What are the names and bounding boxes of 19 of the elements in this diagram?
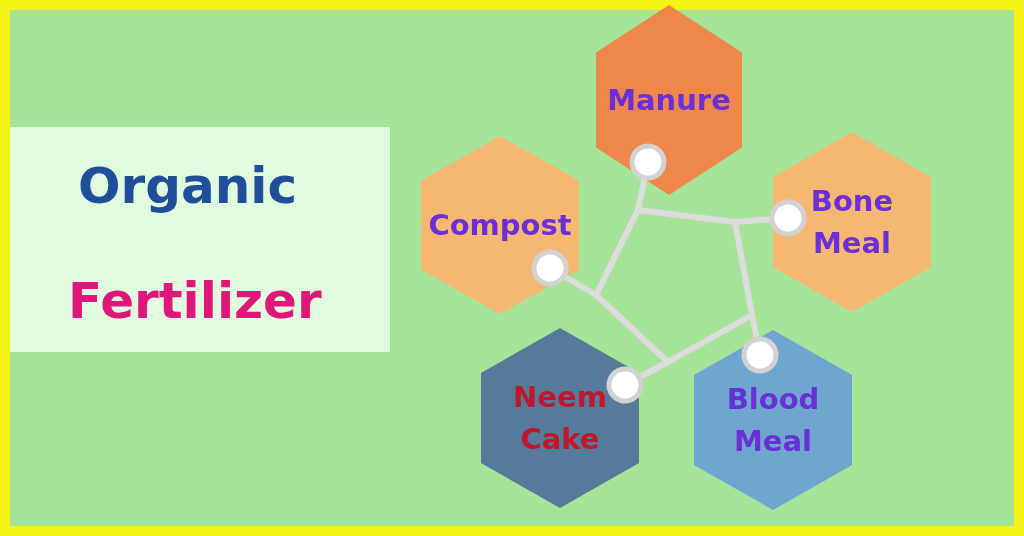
- connector-line: [629, 143, 667, 211]
- node-label: Neem Cake: [512, 378, 608, 458]
- hexagon-node: [694, 330, 852, 510]
- node-label: Bone Meal: [809, 182, 895, 262]
- pentagon-shape: [592, 206, 756, 366]
- hexagon-node: [773, 132, 931, 312]
- connector-line: [734, 199, 807, 237]
- hexagon-node: [481, 328, 639, 508]
- title-text: Fertilizer: [68, 272, 322, 330]
- node-label: Manure: [607, 81, 731, 119]
- connector-line: [531, 249, 598, 298]
- title-box: [10, 127, 390, 352]
- connector-line: [741, 314, 779, 374]
- connector-line: [606, 359, 670, 404]
- node-label: Blood Meal: [725, 380, 821, 460]
- hexagon-node: [596, 5, 742, 195]
- title-text: Organic: [78, 157, 298, 215]
- hexagon-node: [421, 136, 579, 314]
- node-label: Compost: [428, 206, 572, 244]
